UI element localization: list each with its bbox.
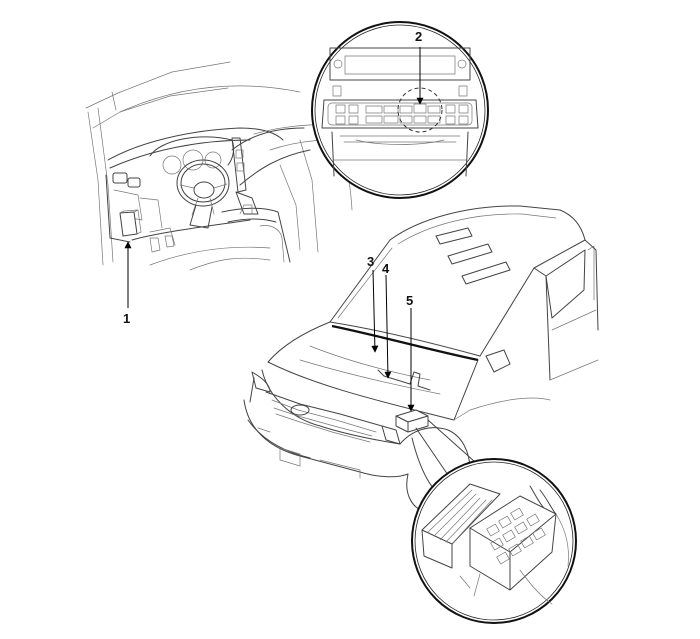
- vehicle-front-view: [243, 205, 599, 513]
- callouts: 1 2 3 4 5: [123, 29, 424, 412]
- callout-5: 5: [406, 293, 413, 308]
- callout-1: 1: [123, 311, 130, 326]
- callout-4: 4: [382, 261, 390, 276]
- callout-2: 2: [415, 29, 422, 44]
- engine-fusebox-magnifier: [411, 458, 577, 624]
- callout-3: 3: [367, 254, 374, 269]
- climate-panel-magnifier: [311, 21, 489, 199]
